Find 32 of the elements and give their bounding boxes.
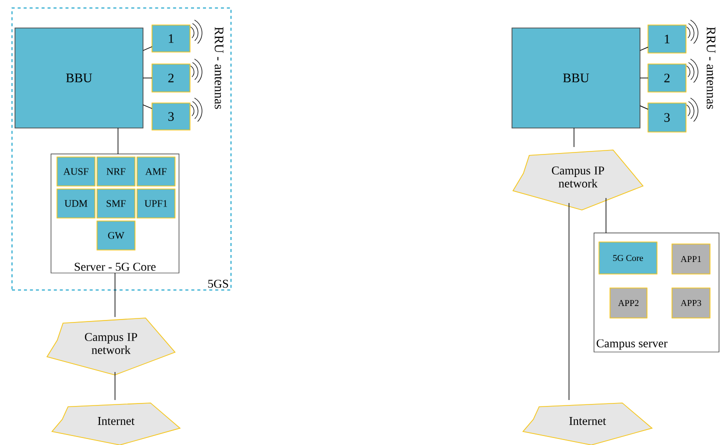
- antenna-label: RRU - antennas: [706, 27, 716, 109]
- network-cloud: Campus IP network: [512, 150, 644, 210]
- component-box: UDM: [56, 188, 96, 218]
- app-box: APP3: [672, 288, 710, 318]
- network-cloud: Campus IP network: [46, 318, 176, 376]
- antenna-label: RRU - antennas: [214, 27, 224, 109]
- network-cloud: Internet: [51, 402, 181, 445]
- component-box: UPF1: [136, 188, 176, 218]
- component-box: 1: [152, 24, 190, 52]
- component-box: 3: [152, 102, 190, 130]
- component-box: NRF: [96, 156, 136, 186]
- component-box: 5G Core: [598, 242, 658, 274]
- component-box: BBU: [512, 28, 640, 128]
- component-box: AUSF: [56, 156, 96, 186]
- component-box: GW: [96, 220, 136, 250]
- connector-line: [142, 46, 152, 51]
- component-box: 2: [648, 64, 686, 92]
- component-box: 3: [648, 102, 686, 132]
- component-box: SMF: [96, 188, 136, 218]
- connector-line: [114, 372, 116, 400]
- connector-line: [568, 202, 570, 400]
- app-box: APP1: [672, 244, 710, 274]
- network-cloud: Internet: [522, 402, 653, 445]
- component-box: AMF: [136, 156, 176, 186]
- connector-line: [142, 104, 152, 109]
- component-box: 2: [152, 64, 190, 92]
- connector-line: [640, 105, 648, 110]
- component-box: BBU: [14, 28, 144, 128]
- app-box: APP2: [610, 288, 648, 318]
- connector-line: [640, 46, 648, 51]
- component-box: 1: [648, 24, 686, 54]
- connector-line: [114, 272, 116, 318]
